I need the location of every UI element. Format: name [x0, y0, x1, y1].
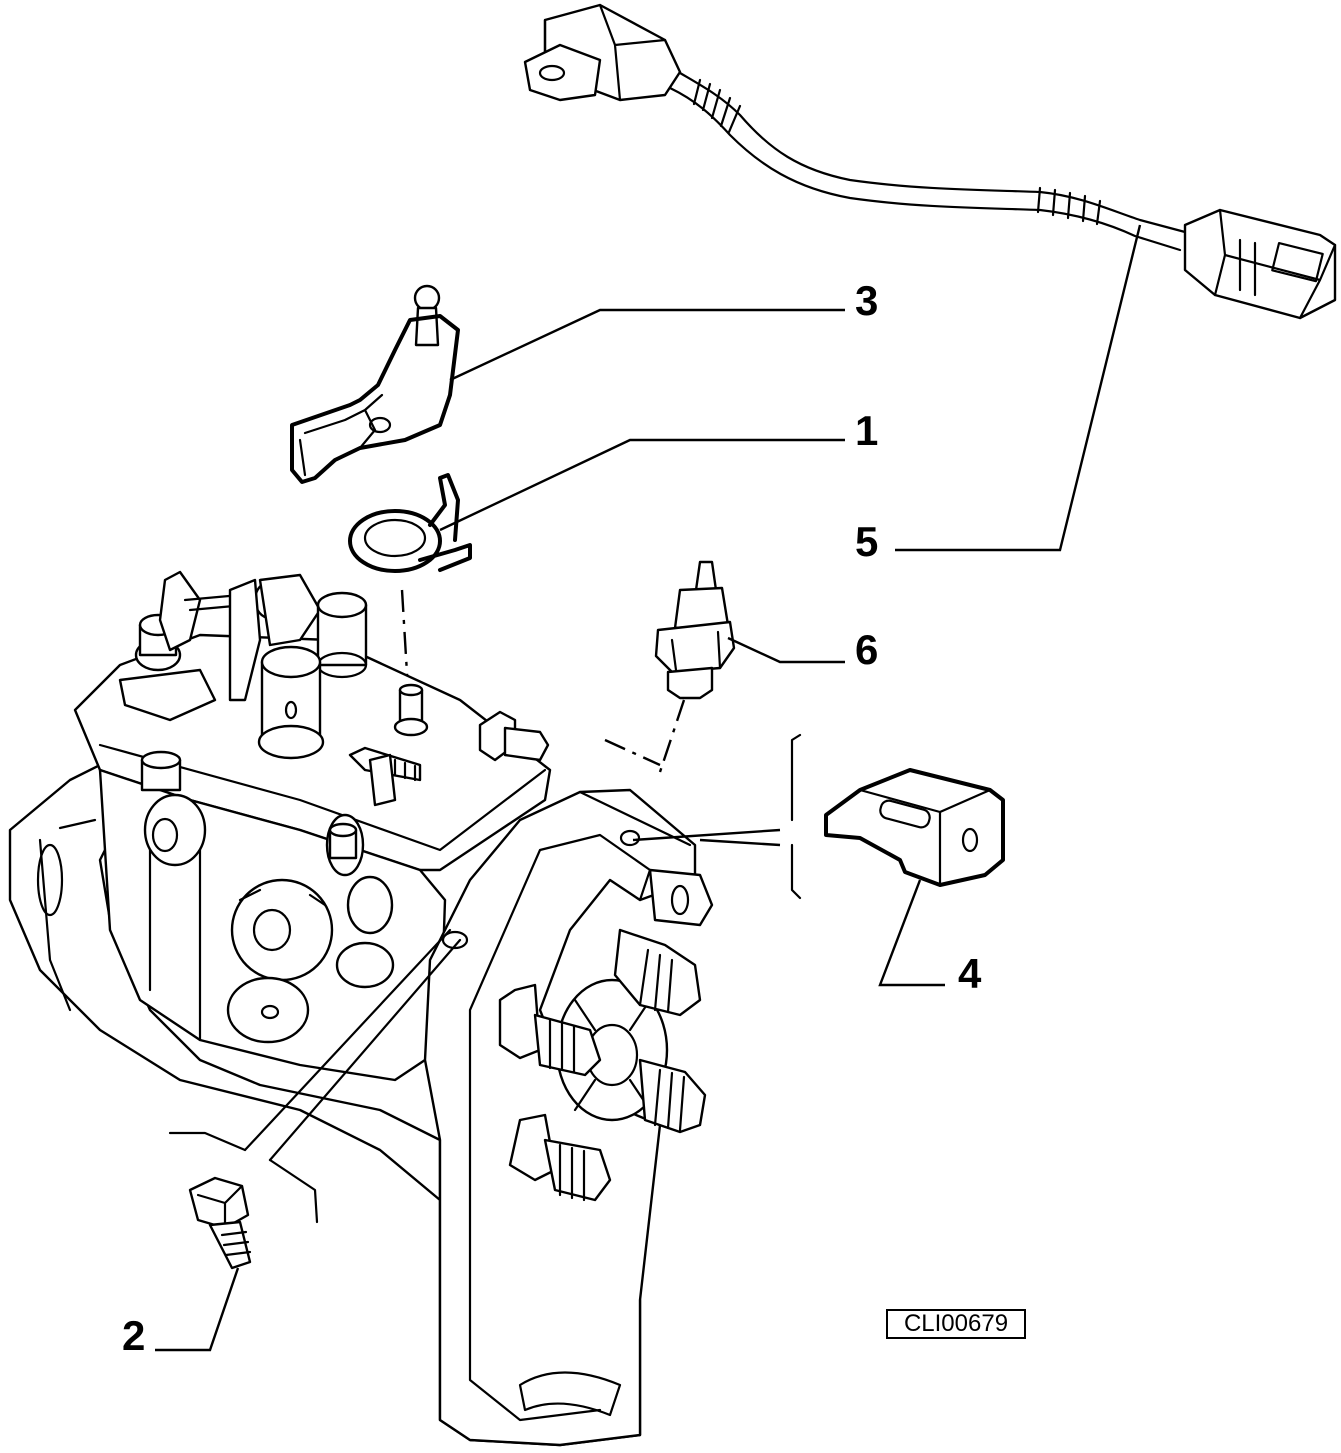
- callout-6: 6: [855, 626, 878, 673]
- assembly-bracket: [790, 733, 802, 900]
- callout-1: 1: [855, 407, 878, 454]
- switch-axis-line-2: [604, 738, 661, 767]
- leader-5: [895, 224, 1142, 552]
- mounting-arm: [423, 788, 714, 1447]
- leader-4: [878, 879, 945, 987]
- bolt-part: [188, 1176, 252, 1270]
- callout-3: 3: [855, 277, 878, 324]
- small-bracket-part: [824, 768, 1005, 887]
- reference-code-label: CLI00679: [886, 1309, 1026, 1339]
- callout-2: 2: [122, 1312, 145, 1359]
- switch-axis-line: [658, 699, 686, 773]
- switch-part: [654, 560, 736, 700]
- leader-3: [449, 308, 845, 382]
- leader-1: [439, 438, 845, 532]
- spring-part: [348, 473, 472, 573]
- bolt-bracket: [168, 1131, 319, 1224]
- leader-2: [155, 1267, 240, 1352]
- callout-5: 5: [855, 518, 878, 565]
- leader-6: [727, 636, 845, 664]
- lever-bracket-part: [290, 284, 460, 484]
- spring-axis-line: [400, 589, 410, 691]
- callout-4: 4: [958, 950, 982, 997]
- sensor-cable-part: [523, 3, 1337, 320]
- bolt-leader: [243, 928, 462, 1162]
- leader-plate: [632, 828, 781, 847]
